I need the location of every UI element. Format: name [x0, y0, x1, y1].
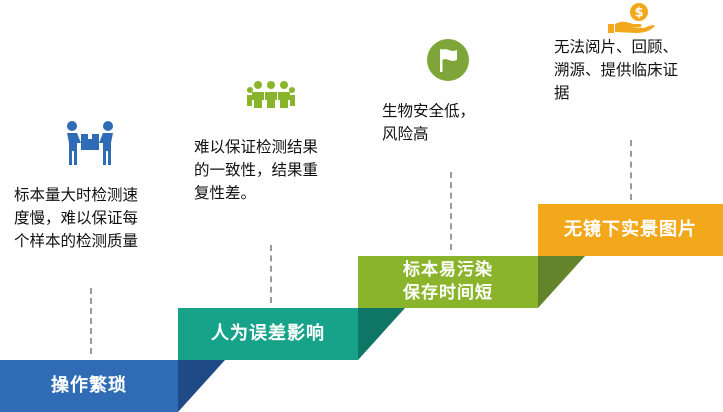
step-3-label: 标本易污染 保存时间短: [403, 260, 493, 303]
step-3-shade: [538, 256, 585, 308]
description-1: 标本量大时检测速 度慢，难以保证每 个样本的检测质量: [14, 186, 139, 250]
group-of-people-icon: [247, 81, 295, 108]
step-4-bar: [538, 204, 723, 256]
step-2-shade: [358, 308, 405, 360]
step-1-label: 操作繁琐: [51, 375, 127, 396]
description-4: 无法阅片、回顾、 溯源、提供临床证 据: [554, 38, 679, 102]
step-2-bar: [178, 308, 358, 360]
flag-icon: [427, 39, 469, 81]
step-4-label: 无镜下实景图片: [564, 219, 697, 240]
step-3-bar: [358, 256, 538, 308]
connector-line-4: [630, 140, 632, 200]
svg-text:$: $: [634, 6, 643, 21]
connector-line-2: [270, 245, 272, 303]
step-2-label: 人为误差影响: [211, 323, 325, 344]
hand-with-dollar-icon: $: [608, 3, 655, 33]
description-3: 生物安全低， 风险高: [382, 102, 476, 143]
step-1-bar: [0, 360, 178, 412]
connector-line-1: [90, 288, 92, 354]
description-2: 难以保证检测结果 的一致性，结果重 复性差。: [194, 138, 319, 202]
connector-line-3: [450, 172, 452, 250]
people-carrying-box-icon: [67, 121, 113, 165]
step-1-shade: [178, 360, 225, 412]
